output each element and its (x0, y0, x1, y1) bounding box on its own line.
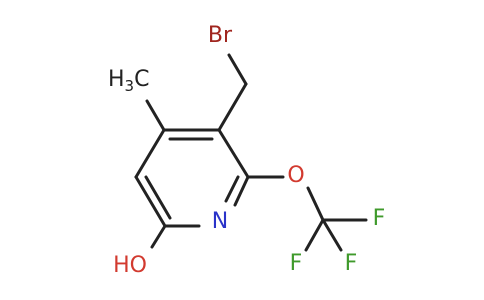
bond-ch2-br (227, 53, 248, 86)
fluorine-1-label: F (373, 206, 386, 231)
bond-c2-c3 (217, 128, 250, 179)
bond-c4-methyl (145, 99, 166, 132)
bond-c5-c6 (134, 175, 167, 228)
bonds (134, 53, 368, 252)
fluorine-2-label: F (290, 251, 303, 276)
atom-labels: Br H3C N O F F F HO (108, 23, 385, 278)
bond-c6-oh (150, 224, 167, 249)
fluorine-3-label: F (345, 251, 358, 276)
methyl-h: H (108, 67, 125, 92)
bond-c4-c5 (134, 128, 166, 179)
bond-cf3-f2 (304, 218, 325, 252)
bond-n1-c2 (233, 175, 250, 207)
hydroxyl-label: HO (113, 253, 147, 278)
nitrogen-label: N (212, 209, 228, 234)
ether-oxygen-label: O (287, 163, 304, 188)
bromine-label: Br (208, 23, 233, 48)
methyl-c: C (134, 67, 149, 92)
bond-n1-c2-inner (224, 175, 240, 203)
methyl-label: H3C (108, 67, 149, 95)
methyl-subscript: 3 (125, 77, 135, 95)
bond-cf3-f3 (321, 218, 343, 252)
bond-c5-c6-inner (144, 175, 172, 220)
bond-o-cf3 (306, 186, 325, 222)
bond-c3-ch2 (217, 82, 248, 132)
